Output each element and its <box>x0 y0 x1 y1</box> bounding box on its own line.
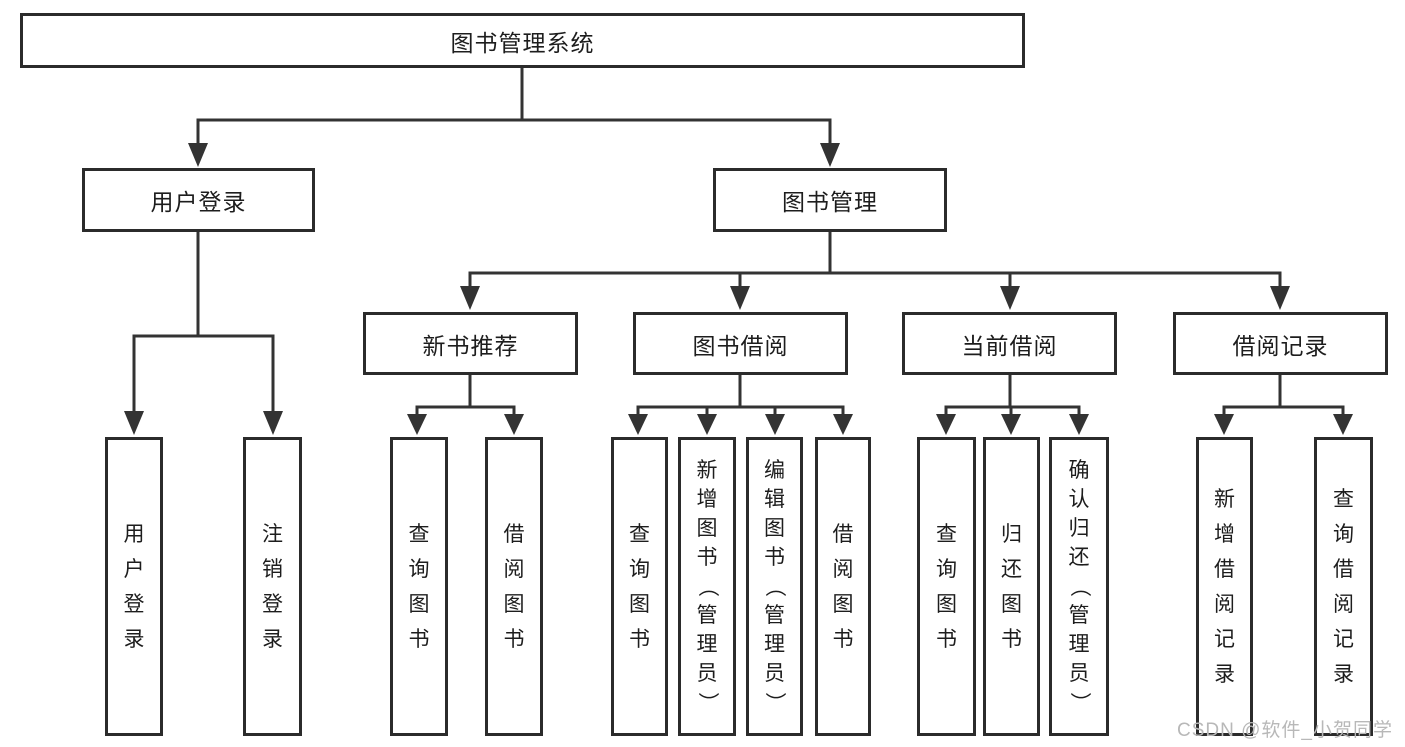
node-user-login: 用户登录 <box>82 168 315 232</box>
leaf-records-add-record-label: 新增借阅记录 <box>1214 487 1235 686</box>
leaf-current-return-book-label: 归还图书 <box>1001 522 1022 651</box>
leaf-borrowing-borrow-book: 借阅图书 <box>815 437 871 736</box>
node-user-login-label: 用户登录 <box>150 189 247 215</box>
leaf-current-confirm-return-admin-label: 确认归还（管理员） <box>1067 459 1091 713</box>
leaf-logout-label: 注销登录 <box>262 522 283 651</box>
leaf-borrowing-add-book-admin-label: 新增图书（管理员） <box>695 459 719 713</box>
leaf-records-query-record: 查询借阅记录 <box>1314 437 1373 736</box>
node-borrowing-records: 借阅记录 <box>1173 312 1388 375</box>
node-root-label: 图书管理系统 <box>450 29 595 56</box>
leaf-borrowing-edit-book-admin-label: 编辑图书（管理员） <box>763 459 786 713</box>
leaf-current-query-book: 查询图书 <box>917 437 976 736</box>
leaf-borrowing-query-book-label: 查询图书 <box>629 522 650 651</box>
leaf-borrowing-edit-book-admin: 编辑图书（管理员） <box>746 437 803 736</box>
leaf-borrowing-borrow-book-label: 借阅图书 <box>832 522 854 651</box>
node-book-borrowing: 图书借阅 <box>633 312 848 375</box>
node-current-borrowing: 当前借阅 <box>902 312 1117 375</box>
node-borrowing-records-label: 借阅记录 <box>1232 332 1329 359</box>
leaf-recommend-borrow-book-label: 借阅图书 <box>503 522 525 651</box>
watermark: CSDN @软件_小贺同学 <box>1177 720 1393 741</box>
leaf-recommend-query-book-label: 查询图书 <box>408 522 430 651</box>
leaf-borrowing-add-book-admin: 新增图书（管理员） <box>678 437 736 736</box>
leaf-user-login-label: 用户登录 <box>123 522 145 651</box>
leaf-logout: 注销登录 <box>243 437 302 736</box>
leaf-current-confirm-return-admin: 确认归还（管理员） <box>1049 437 1109 736</box>
node-book-borrowing-label: 图书借阅 <box>692 332 789 359</box>
leaf-records-query-record-label: 查询借阅记录 <box>1333 487 1354 686</box>
leaf-user-login: 用户登录 <box>105 437 163 736</box>
node-current-borrowing-label: 当前借阅 <box>961 332 1058 359</box>
leaf-recommend-borrow-book: 借阅图书 <box>485 437 543 736</box>
node-root: 图书管理系统 <box>20 13 1025 68</box>
leaf-current-return-book: 归还图书 <box>983 437 1040 736</box>
node-book-management: 图书管理 <box>713 168 947 232</box>
leaf-records-add-record: 新增借阅记录 <box>1196 437 1253 736</box>
node-book-management-label: 图书管理 <box>782 189 878 215</box>
leaf-recommend-query-book: 查询图书 <box>390 437 448 736</box>
node-new-book-recommend-label: 新书推荐 <box>422 332 519 359</box>
leaf-current-query-book-label: 查询图书 <box>936 522 957 651</box>
leaf-borrowing-query-book: 查询图书 <box>611 437 668 736</box>
node-new-book-recommend: 新书推荐 <box>363 312 578 375</box>
